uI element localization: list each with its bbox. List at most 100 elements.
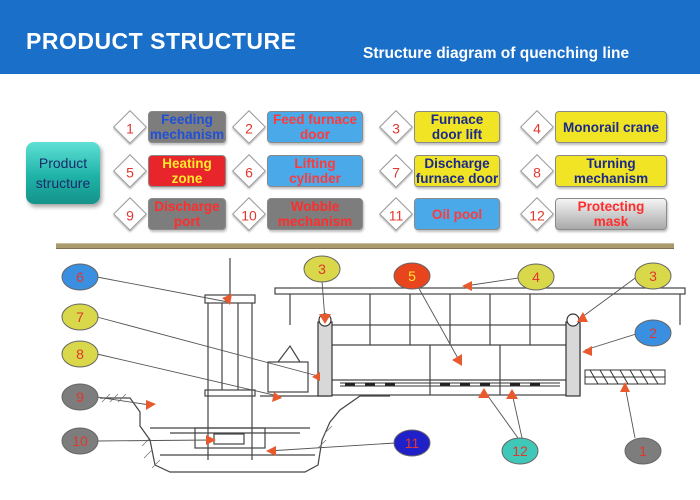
callout-number: 8 xyxy=(76,346,84,362)
arrowhead xyxy=(620,382,630,392)
arrowhead xyxy=(319,314,331,324)
callout-number: 3 xyxy=(649,268,657,284)
callout-8[interactable]: 8 xyxy=(61,340,99,368)
legend-number-diamond: 12 xyxy=(520,197,554,231)
callout-number: 2 xyxy=(649,325,657,341)
callout-number: 7 xyxy=(76,309,84,325)
legend-number: 11 xyxy=(388,207,404,224)
callout-number: 4 xyxy=(532,269,540,285)
legend-number-diamond: 1 xyxy=(113,110,147,144)
page-subtitle: Structure diagram of quenching line xyxy=(363,45,630,62)
callout-number: 1 xyxy=(639,443,647,459)
header-banner: PRODUCT STRUCTURE Structure diagram of q… xyxy=(0,0,700,74)
legend-number: 5 xyxy=(126,164,134,181)
callout-3-right[interactable]: 3 xyxy=(634,262,672,290)
legend-label: Monorail crane xyxy=(555,111,667,143)
separator-bar xyxy=(56,243,674,249)
arrowhead xyxy=(272,392,282,402)
legend-number: 4 xyxy=(533,120,541,137)
callout-oval xyxy=(634,262,672,290)
arrowhead xyxy=(462,281,472,291)
callout-4[interactable]: 4 xyxy=(517,263,555,291)
legend-number-diamond: 11 xyxy=(379,197,413,231)
legend-number: 7 xyxy=(392,164,400,181)
legend-number-diamond: 8 xyxy=(520,154,554,188)
callout-number: 10 xyxy=(72,433,88,449)
arrowhead xyxy=(266,446,276,456)
legend-number: 10 xyxy=(241,207,257,224)
callout-10[interactable]: 10 xyxy=(61,427,99,455)
callout-oval xyxy=(61,383,99,411)
arrowhead xyxy=(206,435,216,445)
callout-oval xyxy=(393,429,431,457)
oil-pit xyxy=(100,395,390,473)
callout-9[interactable]: 9 xyxy=(61,383,99,411)
legend-number: 8 xyxy=(533,164,541,181)
page-title: PRODUCT STRUCTURE xyxy=(26,28,297,54)
legend-number: 1 xyxy=(126,120,134,137)
callout-2[interactable]: 2 xyxy=(634,319,672,347)
callout-1[interactable]: 1 xyxy=(624,437,662,465)
callout-number: 5 xyxy=(408,268,416,284)
arrowhead xyxy=(312,372,320,381)
callout-oval xyxy=(634,319,672,347)
callout-oval xyxy=(517,263,555,291)
legend-number-diamond: 3 xyxy=(379,110,413,144)
product-button-line2: structure xyxy=(35,175,91,191)
arrowheads xyxy=(146,281,630,456)
legend-number-diamond: 10 xyxy=(232,197,266,231)
legend-number-diamond: 9 xyxy=(113,197,147,231)
leader-lines xyxy=(96,275,639,452)
product-button-line1: Product xyxy=(38,155,88,171)
arrowhead xyxy=(577,312,588,322)
legend-number: 9 xyxy=(126,207,134,224)
arrowhead xyxy=(146,400,156,410)
arrowhead xyxy=(478,388,490,398)
callout-oval xyxy=(61,263,99,291)
callout-oval xyxy=(61,303,99,331)
callout-number: 6 xyxy=(76,269,84,285)
callout-number: 12 xyxy=(512,443,528,459)
legend-label: Oil pool xyxy=(414,198,500,230)
quenching-line-diagram: 6 7 8 9 10 11 12 3 5 4 3 2 xyxy=(61,255,686,473)
arrowhead xyxy=(582,346,592,356)
callout-5[interactable]: 5 xyxy=(393,262,431,290)
legend-number-diamond: 7 xyxy=(379,154,413,188)
callout-oval xyxy=(393,262,431,290)
feeding-mechanism xyxy=(584,369,666,385)
callout-oval xyxy=(501,437,539,465)
callout-number: 3 xyxy=(318,261,326,277)
legend-number: 12 xyxy=(529,207,545,224)
callout-7[interactable]: 7 xyxy=(61,303,99,331)
callout-number: 11 xyxy=(405,435,420,451)
callout-oval xyxy=(303,255,341,283)
callout-12[interactable]: 12 xyxy=(501,437,539,465)
arrowhead xyxy=(222,294,232,305)
oil-pit-hatch xyxy=(101,393,333,469)
lifting-frame xyxy=(194,258,266,460)
legend-number: 2 xyxy=(245,120,253,137)
legend-number-diamond: 6 xyxy=(232,154,266,188)
legend-number-diamond: 4 xyxy=(520,110,554,144)
product-structure-button[interactable]: Product structure xyxy=(26,142,100,204)
callout-oval xyxy=(61,340,99,368)
callout-oval xyxy=(61,427,99,455)
legend-number: 3 xyxy=(392,120,400,137)
callout-number: 9 xyxy=(76,389,84,405)
legend-number: 6 xyxy=(245,164,253,181)
callout-oval xyxy=(624,437,662,465)
callout-6[interactable]: 6 xyxy=(61,263,99,291)
arrowhead xyxy=(452,354,462,366)
legend-number-diamond: 5 xyxy=(113,154,147,188)
callout-3-left[interactable]: 3 xyxy=(303,255,341,283)
callout-11[interactable]: 11 xyxy=(393,429,431,457)
